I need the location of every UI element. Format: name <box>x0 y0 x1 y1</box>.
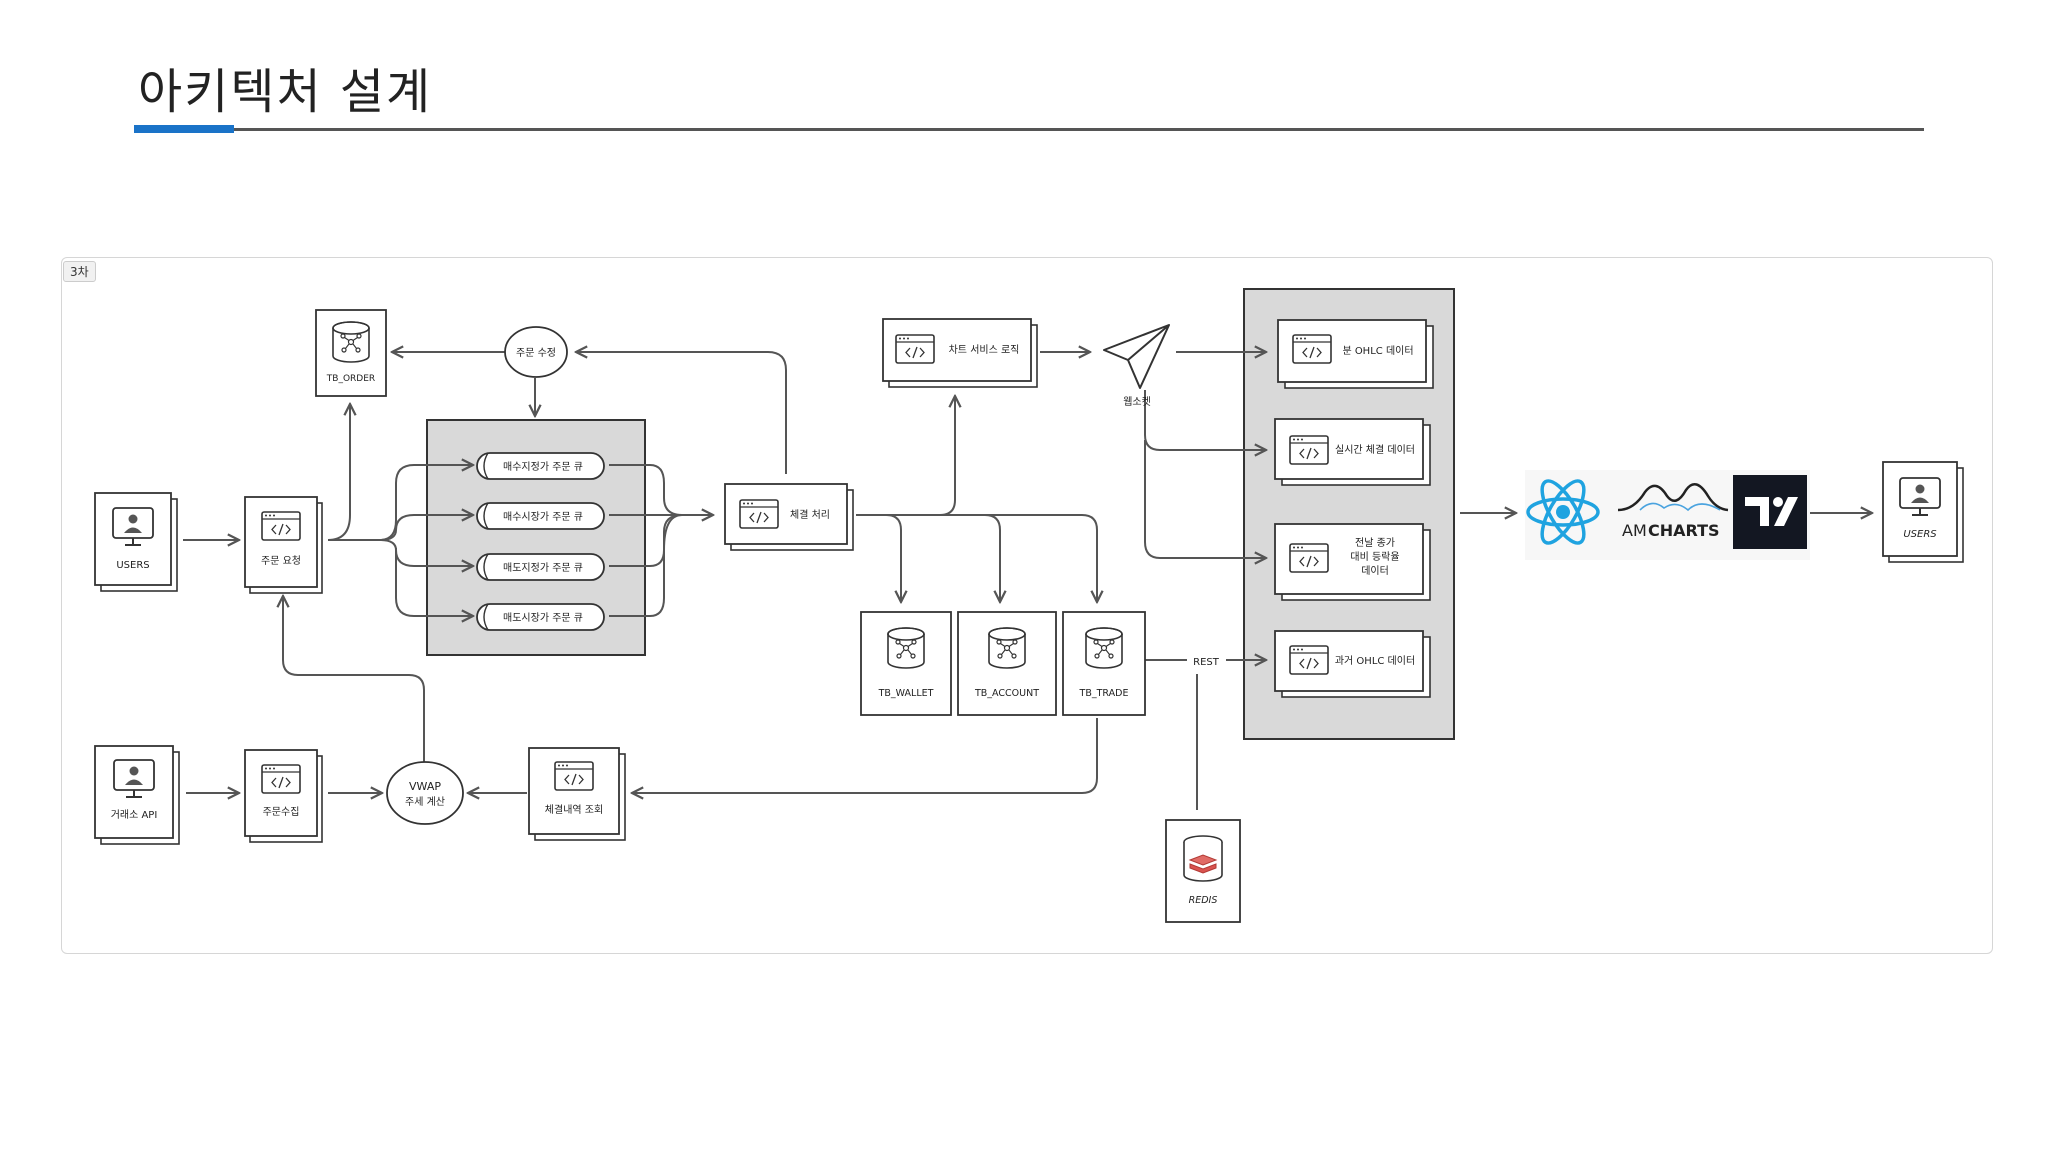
prev-close-line-1: 전날 종가 <box>1355 537 1395 549</box>
react-icon <box>1526 479 1600 545</box>
realtime-trade-node: 실시간 체결 데이터 <box>1274 418 1431 486</box>
users-right-node: USERS <box>1882 461 1964 563</box>
database-icon <box>887 627 925 669</box>
redis-node: REDIS <box>1165 819 1241 923</box>
vwap-node: VWAP 주세 계산 <box>386 761 464 825</box>
code-window-icon <box>895 334 935 364</box>
queue-2: 매수시장가 주문 큐 <box>476 502 605 530</box>
title-underline-accent <box>134 125 234 133</box>
title-underline <box>134 128 1924 131</box>
minute-ohlc-label: 분 OHLC 데이터 <box>1342 345 1413 357</box>
vwap-line-2: 주세 계산 <box>405 796 445 808</box>
code-window-icon <box>1289 435 1329 465</box>
minute-ohlc-node: 분 OHLC 데이터 <box>1277 319 1434 389</box>
amcharts-am: AM <box>1622 521 1647 540</box>
prev-close-line-3: 데이터 <box>1361 565 1389 577</box>
order-request-node: 주문 요청 <box>244 496 323 594</box>
code-window-icon <box>739 499 779 529</box>
websocket-node: 웹소켓 <box>1103 324 1170 408</box>
order-modify-node: 주문 수정 <box>504 326 568 378</box>
code-window-icon <box>1292 334 1332 364</box>
past-ohlc-label: 과거 OHLC 데이터 <box>1335 655 1415 667</box>
database-icon <box>332 321 370 363</box>
tb-account-label: TB_ACCOUNT <box>974 688 1039 699</box>
tb-wallet-node: TB_WALLET <box>860 611 952 716</box>
tb-trade-node: TB_TRADE <box>1062 611 1146 716</box>
tb-trade-label: TB_TRADE <box>1079 688 1129 699</box>
order-collect-node: 주문수집 <box>244 749 323 843</box>
vwap-line-1: VWAP <box>409 780 441 793</box>
queue-1-label: 매수지정가 주문 큐 <box>503 461 583 473</box>
database-icon <box>988 627 1026 669</box>
queue-1: 매수지정가 주문 큐 <box>476 452 605 480</box>
database-icon <box>1085 627 1123 669</box>
order-modify-label: 주문 수정 <box>516 347 556 359</box>
amcharts-logo: AM CHARTS <box>1617 483 1729 540</box>
paper-plane-icon <box>1103 324 1170 389</box>
users-left-node: USERS <box>94 492 178 592</box>
order-collect-label: 주문수집 <box>263 806 300 818</box>
chart-service-label: 차트 서비스 로직 <box>949 344 1020 356</box>
queue-3-label: 매도지정가 주문 큐 <box>503 562 583 574</box>
trade-history-node: 체결내역 조회 <box>528 747 626 841</box>
redis-label: REDIS <box>1189 895 1218 906</box>
queue-4: 매도시장가 주문 큐 <box>476 603 605 631</box>
tb-order-node: TB_ORDER <box>315 309 387 397</box>
code-window-icon <box>261 764 301 794</box>
rest-label: REST <box>1193 657 1220 668</box>
match-process-node: 체결 처리 <box>724 483 854 551</box>
prev-close-line-2: 대비 등락율 <box>1350 551 1399 563</box>
tb-account-node: TB_ACCOUNT <box>957 611 1057 716</box>
tradingview-logo <box>1733 475 1807 549</box>
match-process-label: 체결 처리 <box>790 509 830 521</box>
queue-4-label: 매도시장가 주문 큐 <box>503 612 583 624</box>
code-window-icon <box>554 761 594 791</box>
tb-order-label: TB_ORDER <box>326 374 375 384</box>
frontend-logos: AM CHARTS <box>1525 470 1810 560</box>
page-title: 아키텍처 설계 <box>138 64 433 120</box>
past-ohlc-node: 과거 OHLC 데이터 <box>1274 630 1431 698</box>
chart-service-node: 차트 서비스 로직 <box>882 318 1038 388</box>
exchange-api-node: 거래소 API <box>94 745 180 845</box>
tb-wallet-label: TB_WALLET <box>878 688 934 699</box>
code-window-icon <box>1289 543 1329 573</box>
trade-history-label: 체결내역 조회 <box>545 804 603 816</box>
amcharts-charts: CHARTS <box>1648 521 1720 540</box>
websocket-label: 웹소켓 <box>1123 396 1151 408</box>
queue-3: 매도지정가 주문 큐 <box>476 553 605 581</box>
users-right-label: USERS <box>1903 529 1937 540</box>
frame-badge: 3차 <box>63 261 96 282</box>
realtime-trade-label: 실시간 체결 데이터 <box>1335 444 1415 456</box>
order-request-label: 주문 요청 <box>261 555 301 567</box>
exchange-api-label: 거래소 API <box>111 809 158 821</box>
prev-close-node: 전날 종가 대비 등락율 데이터 <box>1274 523 1431 601</box>
connectors <box>183 352 1872 810</box>
users-left-label: USERS <box>116 560 149 571</box>
code-window-icon <box>1289 645 1329 675</box>
redis-icon <box>1183 835 1223 882</box>
code-window-icon <box>261 511 301 541</box>
queue-2-label: 매수시장가 주문 큐 <box>503 511 583 523</box>
